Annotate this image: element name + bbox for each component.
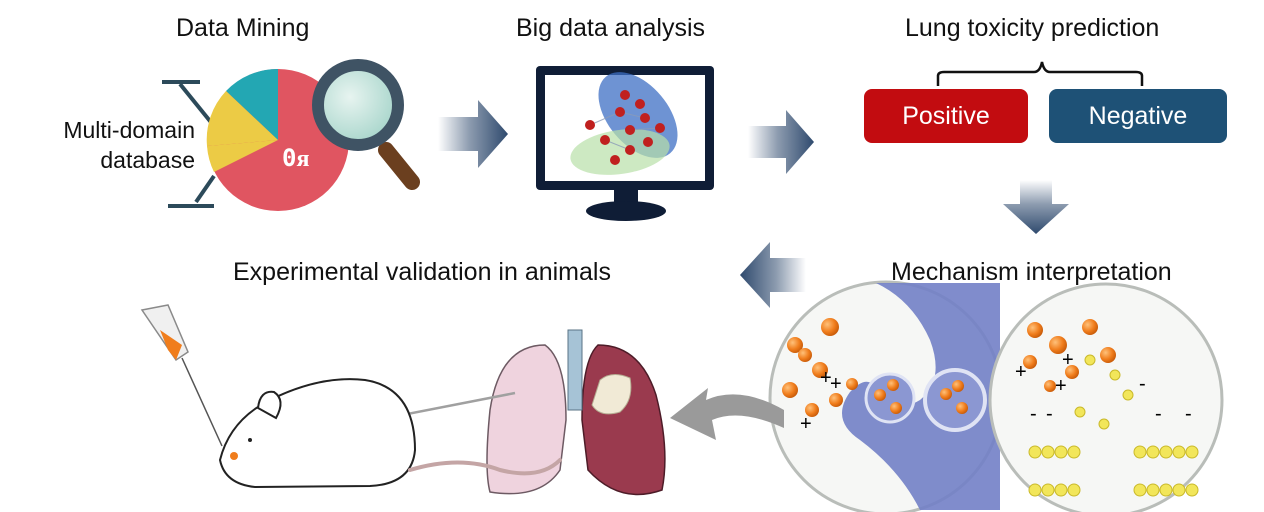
syringe-icon [140,304,223,447]
database-label-line1: Multi-domain [63,117,195,143]
stage-title-big-data: Big data analysis [516,14,706,42]
arrow-right-icon [748,110,814,174]
stage-title-lung-toxicity: Lung toxicity prediction [905,14,1160,42]
magnifier-icon [312,59,420,190]
svg-text:-: - [1185,403,1192,425]
arrow-left-icon [740,242,806,308]
svg-text:-: - [1046,403,1053,425]
curved-arrow-icon [670,388,784,440]
svg-text:+: + [1015,361,1027,383]
monitor-icon [536,66,714,221]
lipid-bilayer-icon: + + + - - - - - [988,282,1224,512]
svg-text:+: + [830,373,842,395]
svg-text:-: - [1155,403,1162,425]
svg-text:-: - [1139,373,1146,395]
cell-membrane-icon: + + + [768,280,1004,512]
prediction-brace [936,61,1144,86]
svg-text:-: - [1030,403,1037,425]
mouse-icon [218,378,562,489]
pie-glyph: 0ᴙ [282,144,309,172]
svg-text:+: + [1062,349,1074,371]
stage-title-data-mining: Data Mining [176,14,310,42]
lungs-icon [486,329,666,496]
database-label: Multi-domain database [30,115,195,175]
svg-text:+: + [820,367,832,389]
negative-label: Negative [1049,89,1227,143]
database-label-line2: database [100,147,195,173]
stage-title-experimental: Experimental validation in animals [233,258,611,286]
svg-text:+: + [1055,375,1067,397]
svg-text:+: + [800,413,812,435]
positive-label: Positive [864,89,1028,143]
stage-title-mechanism: Mechanism interpretation [891,258,1172,286]
arrow-down-icon [1003,180,1069,234]
arrow-right-icon [438,100,508,168]
